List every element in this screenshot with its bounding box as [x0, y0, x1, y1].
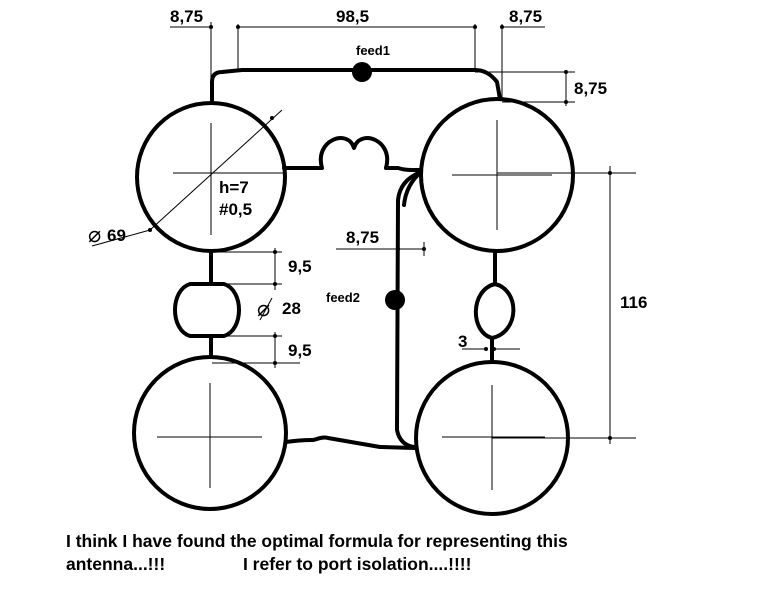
height-label: h=7: [219, 178, 249, 197]
feed2-point: [385, 290, 405, 310]
left-middle-connector: [173, 249, 213, 359]
right-middle-connector: [473, 249, 497, 364]
dimension-lines: [91, 22, 636, 444]
dim-large-diameter: 69: [107, 226, 126, 245]
dim-top-width: 98,5: [336, 7, 369, 26]
caption-line-1: I think I have found the optimal formula…: [66, 531, 568, 551]
diameter-symbol-small: ⌀: [257, 296, 270, 321]
patch-crosshairs: [157, 120, 552, 490]
dim-small-diameter: 28: [282, 299, 301, 318]
thickness-label: #0,5: [219, 200, 252, 219]
center-trace-inner: [402, 170, 423, 207]
dimension-dots: [148, 25, 612, 440]
dim-gap-lower: 9,5: [288, 341, 312, 360]
caption-line-2: antenna...!!! I refer to port isolation.…: [66, 554, 472, 574]
dim-gap-upper: 9,5: [288, 257, 312, 276]
dim-trace-width: 3: [458, 332, 467, 351]
dim-top-left: 8,75: [170, 7, 203, 26]
feed1-label: feed1: [356, 43, 390, 58]
dim-vertical-spacing: 116: [620, 293, 647, 312]
caption: I think I have found the optimal formula…: [66, 530, 746, 576]
upper-connector: [282, 136, 394, 170]
dim-inner-offset: 8,75: [346, 228, 379, 247]
dim-right-offset: 8,75: [574, 79, 607, 98]
feed2-label: feed2: [326, 290, 360, 305]
diameter-symbol-large: ⌀: [88, 222, 101, 247]
center-trace: [395, 170, 423, 449]
upper-connector-lower-edge: [384, 166, 423, 172]
dim-top-right: 8,75: [509, 7, 542, 26]
lower-connector: [284, 435, 416, 450]
feed1-point: [352, 62, 372, 82]
top-feed-line: [210, 68, 502, 104]
left-middle-connector-right: [209, 282, 241, 338]
right-middle-connector-right: [490, 282, 516, 340]
